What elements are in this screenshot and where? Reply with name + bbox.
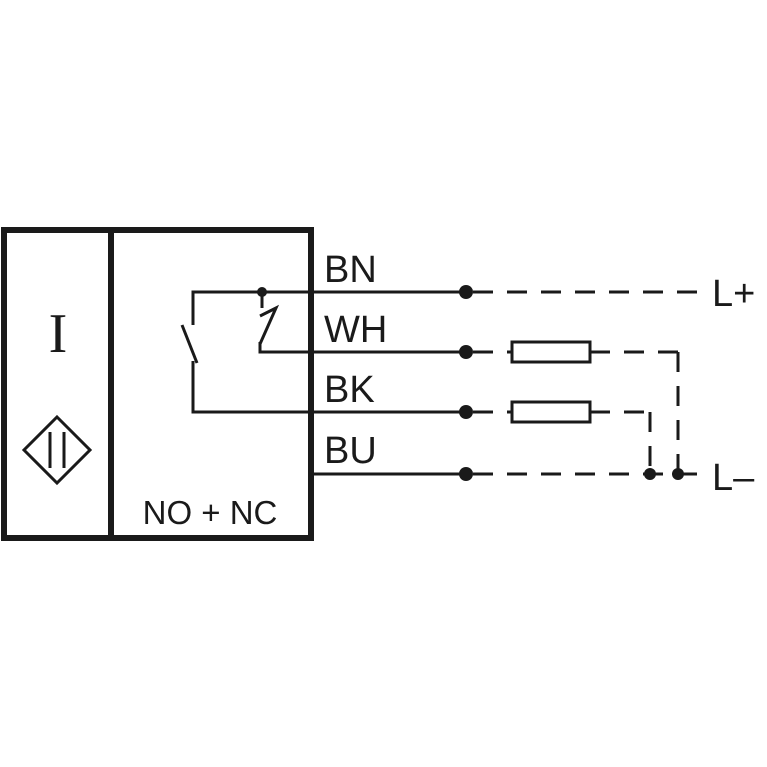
output-type-label: NO + NC: [143, 494, 278, 531]
no-contact-switch-icon: [180, 324, 199, 364]
proximity-sensor-diamond-icon: [21, 414, 93, 486]
junction-dot: [257, 287, 267, 297]
internal-wiring: [180, 290, 311, 414]
terminal-bn: [459, 285, 473, 299]
supply-positive-label: L+: [712, 273, 755, 315]
junction-dot: [644, 468, 656, 480]
terminal-bu: [459, 467, 473, 481]
terminal-wh: [459, 345, 473, 359]
terminal-dots: [459, 285, 473, 481]
wire-label-bu: BU: [324, 430, 377, 472]
wire-label-bk: BK: [324, 369, 375, 411]
function-symbol: I: [49, 303, 68, 365]
terminal-bk: [459, 405, 473, 419]
load-resistor-icon: [510, 340, 592, 364]
nc-contact-switch-icon: [258, 304, 280, 345]
junction-dot: [672, 468, 684, 480]
supply-negative-label: L–: [712, 457, 755, 499]
sensor-housing: [1, 227, 314, 541]
wire-label-wh: WH: [324, 309, 387, 351]
wire-label-bn: BN: [324, 249, 377, 291]
external-wiring: [473, 290, 708, 476]
cable-leads: [311, 290, 466, 476]
load-resistor-icon: [510, 400, 592, 424]
